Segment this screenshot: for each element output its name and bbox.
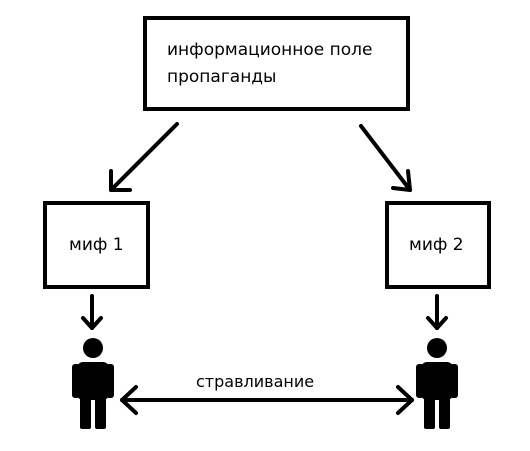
propaganda-field-line1: информационное поле [167, 39, 373, 60]
arrow-myth1-to-person1 [81, 294, 103, 330]
myth-1-label: миф 1 [69, 235, 124, 255]
propaganda-field-box: информационное поле пропаганды [143, 16, 410, 111]
person-left-icon [72, 338, 114, 429]
myth-2-box: миф 2 [385, 201, 491, 289]
myth-1-box: миф 1 [43, 201, 150, 289]
arrow-top-to-myth1 [109, 122, 179, 192]
myth-2-label: миф 2 [409, 235, 464, 255]
double-arrow [120, 385, 414, 415]
arrow-myth2-to-person2 [426, 294, 448, 330]
person-right-icon [416, 338, 458, 429]
propaganda-field-line2: пропаганды [167, 66, 277, 87]
propaganda-field-text: информационное поле пропаганды [167, 37, 373, 91]
connector-label: стравливание [196, 372, 315, 391]
arrow-top-to-myth2 [359, 124, 412, 192]
